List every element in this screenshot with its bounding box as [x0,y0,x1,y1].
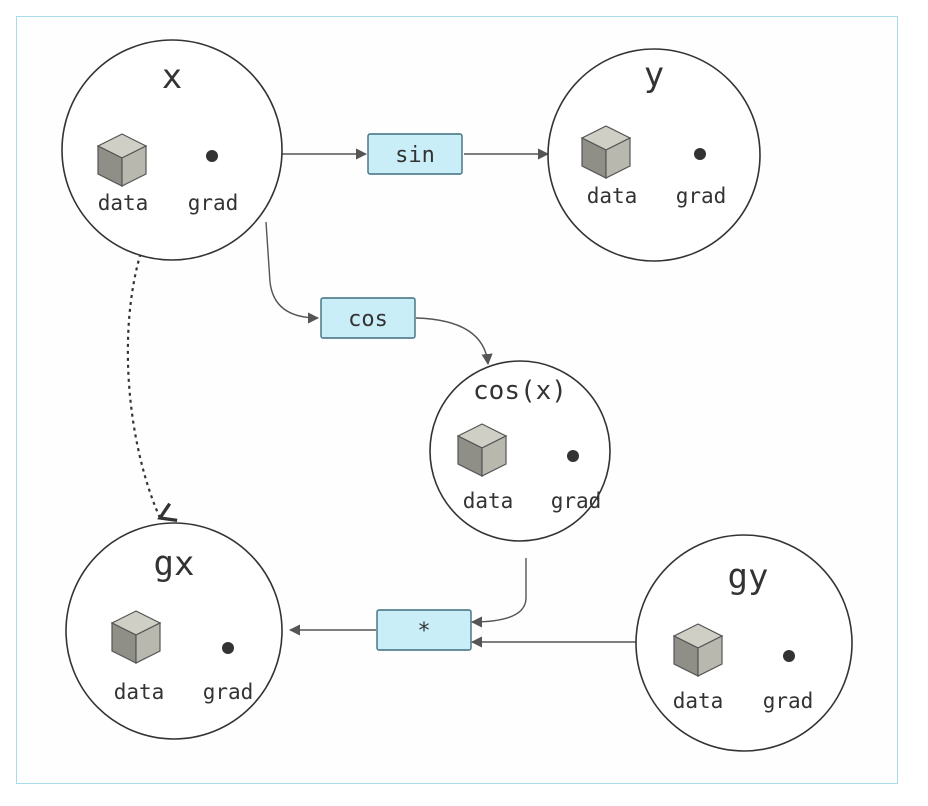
node-y-grad-label: grad [676,184,727,208]
node-x-title: x [162,57,182,97]
function-sin: sin [367,133,463,175]
node-cosx-grad-dot [567,450,579,462]
function-cos: cos [320,297,416,339]
node-gy-grad-dot [783,650,795,662]
node-cosx-data-label: data [463,489,514,513]
function-mul-label: * [417,619,430,644]
node-gy-grad-label: grad [763,689,814,713]
function-cos-label: cos [348,307,388,332]
node-cosx-grad-label: grad [551,489,602,513]
node-gx: gx data grad [65,522,283,740]
node-y: y data grad [547,48,761,262]
node-y-data-icon [581,125,631,179]
node-cosx-data-icon [457,423,507,477]
function-sin-label: sin [395,143,435,168]
node-gx-data-icon [111,610,161,664]
node-x-grad-dot [206,150,218,162]
node-y-title: y [644,55,664,95]
node-gx-grad-dot [222,642,234,654]
node-gx-title: gx [154,544,195,584]
node-x: x data grad [61,39,283,261]
edge-cos-to-cosx [415,317,493,366]
node-x-grad-label: grad [188,191,239,215]
node-cosx-title: cos(x) [473,376,567,406]
node-gy-title: gy [728,557,769,597]
node-cosx: cos(x) data grad [429,360,611,542]
node-gy-data-icon [673,623,723,677]
node-x-data-icon [97,133,147,187]
node-gy-data-label: data [673,689,724,713]
edge-x-to-cos [265,221,320,324]
node-gx-grad-label: grad [203,680,254,704]
edge-cosx-to-mul [470,558,527,628]
node-gy: gy data grad [635,534,853,752]
node-gx-data-label: data [114,680,165,704]
node-y-grad-dot [694,148,706,160]
node-y-data-label: data [587,184,638,208]
node-x-data-label: data [98,191,149,215]
function-mul: * [376,609,472,651]
